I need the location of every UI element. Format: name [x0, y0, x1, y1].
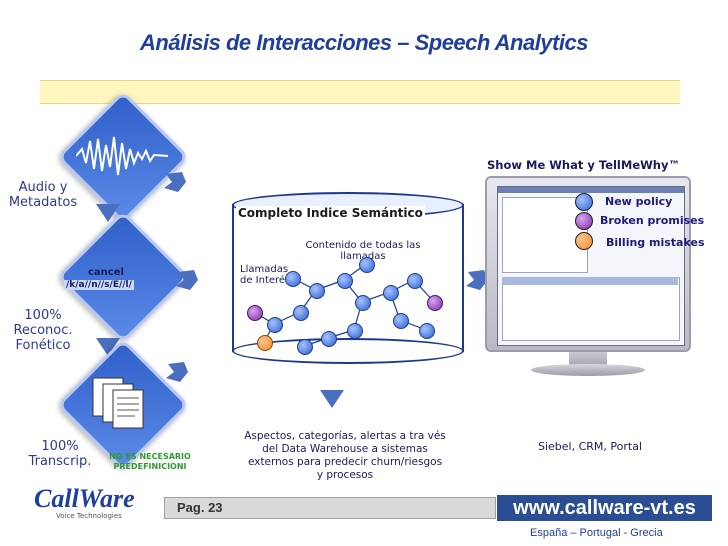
page-title: Análisis de Interacciones – Speech Analy… [140, 30, 588, 55]
network-node [359, 257, 375, 273]
screen-table-header [502, 277, 678, 285]
logo-text: CallWare [34, 484, 135, 513]
network-node [383, 285, 399, 301]
page-number: Pag. 23 [177, 500, 223, 515]
network-node [247, 305, 263, 321]
chevron-right-icon [466, 270, 488, 290]
network-node [355, 295, 371, 311]
logo-subtitle: Voice Technologies [56, 512, 122, 520]
monitor-screen [497, 186, 685, 346]
transcr-label: 100% Transcrip. [28, 439, 92, 469]
network-node [309, 283, 325, 299]
countries-label: España – Portugal - Grecia [530, 527, 663, 539]
network-node [293, 305, 309, 321]
screen-titlebar [498, 187, 684, 193]
tag-dot-billing [575, 232, 593, 250]
network-graph [253, 263, 435, 347]
logo: CallWare Voice Technologies [34, 484, 164, 524]
recog-label: 100% Reconoc. Fonético [13, 308, 73, 353]
semantic-index-title: Completo Indice Semántico [236, 206, 425, 220]
tag-billing-mistakes: Billing mistakes [606, 236, 705, 249]
network-node [407, 273, 423, 289]
network-node [321, 331, 337, 347]
right-heading: Show Me What y TellMeWhy™ [487, 158, 680, 172]
monitor-frame [485, 176, 691, 352]
network-node [347, 323, 363, 339]
chevron-right-icon [164, 172, 186, 192]
no-predef-label: NO ES NECESARIO PREDEFINICIONI [109, 452, 191, 471]
dashboard-monitor [485, 176, 691, 382]
network-node [267, 317, 283, 333]
network-node [427, 295, 443, 311]
network-node [337, 273, 353, 289]
monitor-base [531, 364, 645, 376]
interest-label: Llamadas de Interés [240, 264, 291, 286]
content-label: Contenido de todas las llamadas [305, 240, 421, 262]
audio-diamond [56, 90, 190, 224]
tag-broken-promises: Broken promises [600, 214, 705, 227]
down-arrow-icon [96, 204, 120, 222]
page-number-bar: Pag. 23 [164, 497, 496, 519]
warehouse-text: Aspectos, categorías, alertas a tra vés … [244, 430, 446, 481]
waveform-icon [76, 136, 168, 176]
screen-panel [502, 197, 588, 273]
network-node [393, 313, 409, 329]
network-node [285, 271, 301, 287]
network-node [297, 339, 313, 355]
documents-icon [92, 377, 144, 429]
tag-dot-new [575, 193, 593, 211]
chevron-right-icon [176, 270, 198, 290]
website-link[interactable]: www.callware-vt.es [497, 495, 712, 521]
tag-new-policy: New policy [605, 195, 673, 208]
chevron-right-icon [166, 362, 188, 382]
documents-diamond [56, 338, 190, 472]
decorative-banner [40, 80, 680, 104]
network-node [257, 335, 273, 351]
down-arrow-icon [320, 390, 344, 408]
screen-table [502, 277, 680, 341]
tag-dot-broken [575, 212, 593, 230]
audio-label: Audio y Metadatos [8, 180, 78, 210]
systems-label: Siebel, CRM, Portal [538, 440, 643, 453]
cancel-label: cancel [88, 267, 124, 278]
network-node [419, 323, 435, 339]
monitor-neck [569, 352, 607, 366]
phoneme-label: /k/a//n//s/E//l/ [64, 280, 134, 290]
